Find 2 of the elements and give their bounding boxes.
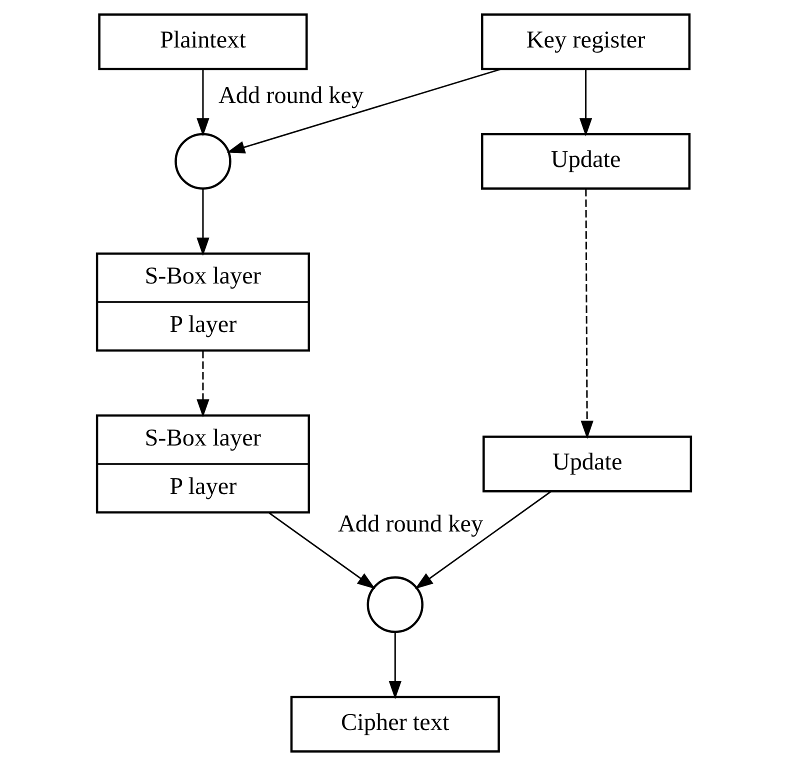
edge-label: Add round key bbox=[337, 510, 483, 538]
edge-label: Add round key bbox=[218, 82, 364, 109]
